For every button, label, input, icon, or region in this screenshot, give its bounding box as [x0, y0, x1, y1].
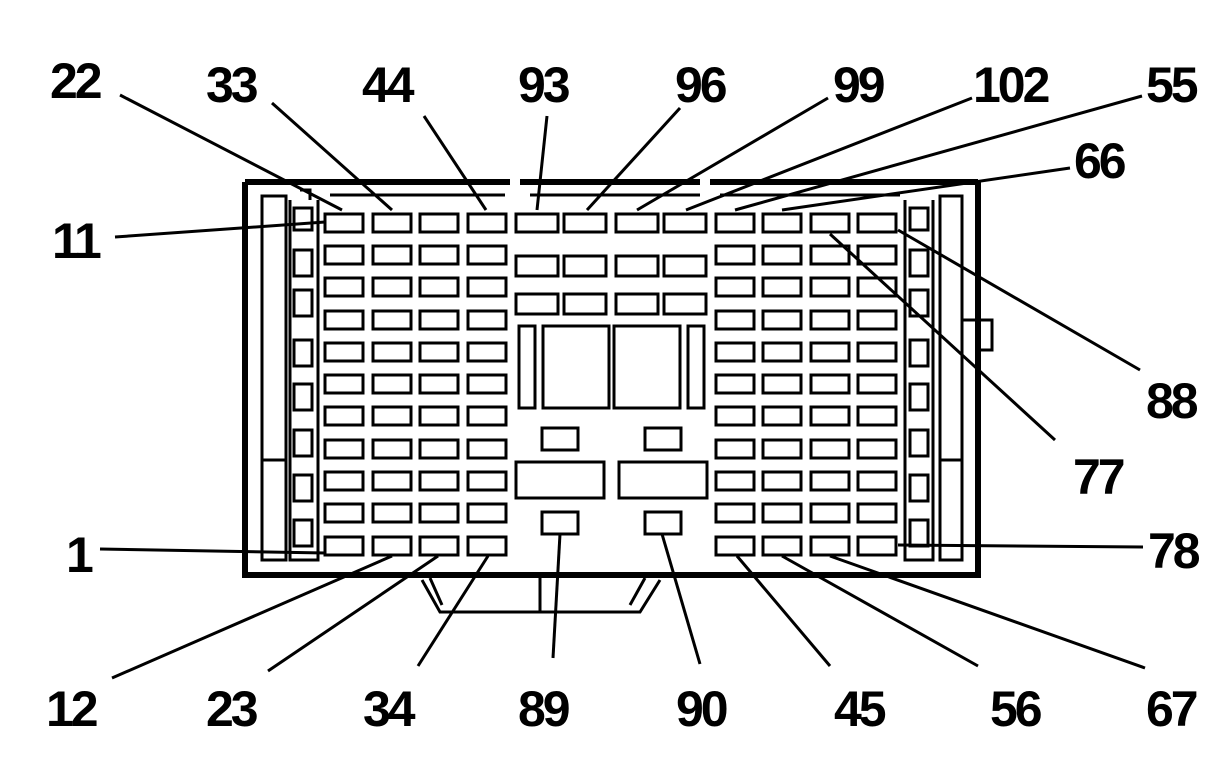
leader-93 — [535, 115, 549, 211]
leader-56 — [781, 554, 979, 668]
pin-label-45: 45 — [834, 681, 886, 737]
pin-label-66: 66 — [1074, 133, 1125, 189]
leader-34 — [416, 555, 490, 667]
leader-lines — [99, 93, 1146, 680]
connector-housing — [242, 179, 994, 614]
left-pin-block — [323, 212, 508, 557]
pin-label-96: 96 — [675, 57, 726, 113]
pin-label-89: 89 — [518, 681, 569, 737]
side-cavities-right — [908, 206, 930, 548]
leader-22 — [119, 93, 343, 212]
leader-55 — [734, 94, 1143, 212]
leader-45 — [735, 555, 832, 667]
leader-33 — [271, 101, 393, 212]
leader-96 — [585, 106, 682, 212]
leader-23 — [267, 554, 439, 673]
pin-label-23: 23 — [206, 681, 257, 737]
pin-label-55: 55 — [1146, 57, 1198, 113]
pin-label-88: 88 — [1146, 373, 1198, 429]
leader-77 — [828, 232, 1057, 442]
leader-90 — [660, 533, 702, 665]
pin-label-77: 77 — [1073, 449, 1124, 505]
pin-label-33: 33 — [206, 57, 257, 113]
pin-label-78: 78 — [1148, 523, 1200, 579]
pin-label-34: 34 — [363, 681, 416, 737]
pin-label-90: 90 — [676, 681, 727, 737]
pin-label-56: 56 — [990, 681, 1041, 737]
pin-label-11: 11 — [52, 213, 101, 269]
leader-67 — [829, 554, 1146, 670]
leader-11 — [114, 220, 326, 239]
leader-89 — [551, 533, 562, 659]
leader-44 — [422, 115, 488, 211]
right-pin-block — [714, 212, 898, 557]
leader-78 — [897, 543, 1144, 549]
pin-label-93: 93 — [518, 57, 569, 113]
pin-labels: 22 33 44 93 96 99 102 55 66 11 88 77 1 7… — [46, 53, 1203, 737]
leader-66 — [781, 166, 1071, 212]
leader-99 — [636, 96, 829, 212]
pin-label-1: 1 — [66, 527, 93, 583]
leader-88 — [897, 228, 1141, 372]
center-pin-block — [514, 212, 709, 536]
side-cavities-left — [292, 206, 314, 548]
pin-label-12: 12 — [46, 681, 97, 737]
pin-label-44: 44 — [362, 57, 415, 113]
leader-102 — [685, 96, 973, 212]
pin-label-67: 67 — [1146, 681, 1197, 737]
pin-label-99: 99 — [833, 57, 884, 113]
pin-label-102: 102 — [973, 57, 1049, 113]
leader-1 — [99, 547, 326, 555]
pin-label-22: 22 — [50, 53, 101, 109]
leader-12 — [111, 554, 393, 680]
